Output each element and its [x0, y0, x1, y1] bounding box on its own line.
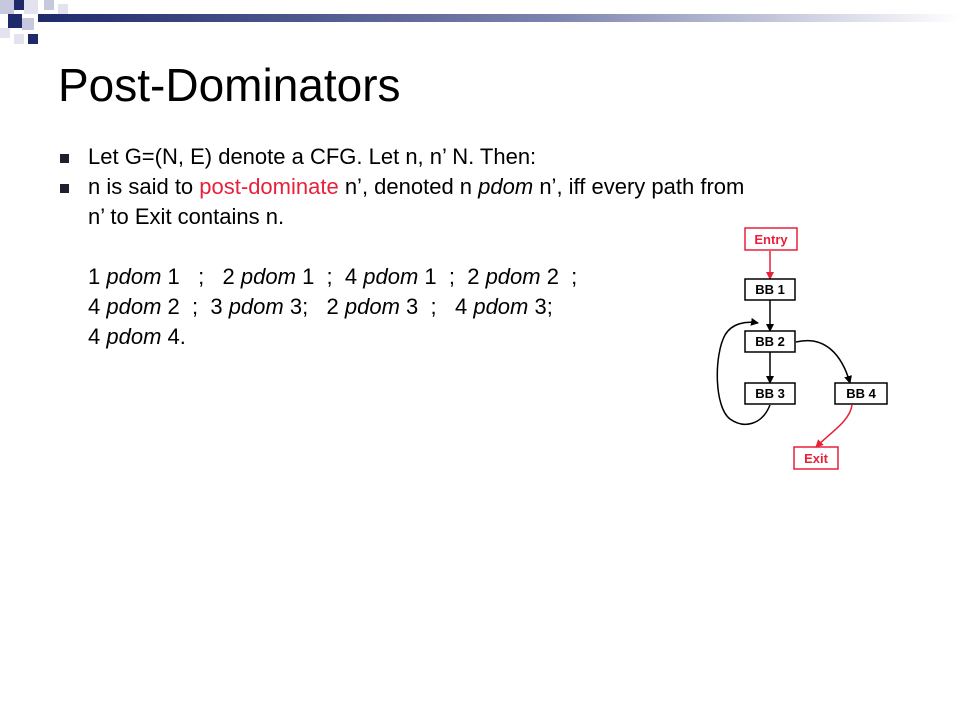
relation-object: 1 ; — [295, 264, 345, 289]
bullet-text-part: n is said to — [88, 174, 200, 199]
pdom-operator: pdom — [106, 294, 162, 319]
node-entry-label: Entry — [754, 232, 788, 247]
relation-line-1: 1 pdom 1 ; 2 pdom 1 ; 4 pdom 1 ; 2 pdom … — [88, 262, 577, 292]
relation-object: 3; — [283, 294, 327, 319]
pdom-operator: pdom — [106, 324, 162, 349]
bullet-text: Let G=(N, E) denote a CFG. Let n, n’ N. … — [88, 144, 537, 169]
pdom-operator: pdom — [344, 294, 400, 319]
bullet-square-icon — [60, 184, 69, 193]
pdom-operator: pdom — [473, 294, 529, 319]
relation-line-2: 4 pdom 2 ; 3 pdom 3; 2 pdom 3 ; 4 pdom 3… — [88, 292, 577, 322]
node-bb2-label: BB 2 — [755, 334, 785, 349]
relation-line-3: 4 pdom 4. — [88, 322, 577, 352]
bullet-list: Let G=(N, E) denote a CFG. Let n, n’ N. … — [58, 142, 938, 232]
relation-subject: 3 — [210, 294, 229, 319]
bullet-text-part: n’ to Exit contains n. — [88, 204, 285, 229]
node-bb2: BB 2 — [744, 330, 796, 353]
relation-subject: 2 — [222, 264, 241, 289]
relation-object: 4. — [161, 324, 186, 349]
relation-subject: 1 — [88, 264, 107, 289]
relation-subject: 4 — [88, 294, 107, 319]
node-exit-label: Exit — [804, 451, 829, 466]
relation-object: 2 ; — [161, 294, 211, 319]
pdom-operator: pdom — [228, 294, 284, 319]
relation-object: 3 ; — [399, 294, 455, 319]
relation-object: 2 ; — [540, 264, 578, 289]
pdom-operator: pdom — [106, 264, 162, 289]
slide-title: Post-Dominators — [58, 59, 401, 111]
node-entry: Entry — [744, 227, 798, 251]
node-bb1: BB 1 — [744, 278, 796, 301]
bullet-square-icon — [60, 154, 69, 163]
bullet-item-definition: Let G=(N, E) denote a CFG. Let n, n’ N. … — [58, 142, 938, 172]
relation-object: 1 ; — [161, 264, 223, 289]
node-bb4-label: BB 4 — [846, 386, 876, 401]
relation-subject: 4 — [344, 264, 364, 289]
edge-bb2-bb4 — [795, 339, 852, 384]
edge-bb4-exit — [815, 404, 853, 448]
relation-object: 1 ; — [418, 264, 468, 289]
node-bb4: BB 4 — [834, 382, 888, 405]
edge-bb3-bb1-backedge — [716, 317, 771, 425]
relation-subject: 4 — [454, 294, 474, 319]
header-decoration — [0, 0, 960, 44]
node-exit: Exit — [793, 446, 839, 470]
node-bb3: BB 3 — [744, 382, 796, 405]
bullet-item-post-dominate: n is said to post-dominate n’, denoted n… — [58, 172, 938, 232]
pdom-relations: 1 pdom 1 ; 2 pdom 1 ; 4 pdom 1 ; 2 pdom … — [88, 262, 577, 352]
header-square-pattern — [0, 0, 68, 44]
node-bb1-label: BB 1 — [755, 282, 785, 297]
header-gradient-bar — [38, 14, 960, 22]
relation-subject: 2 — [467, 264, 486, 289]
relation-object: 3; — [528, 294, 553, 319]
pdom-operator: pdom — [363, 264, 419, 289]
pdom-operator: pdom — [485, 264, 541, 289]
bullet-text-part: n’, denoted n — [338, 174, 479, 199]
relation-subject: 4 — [88, 324, 107, 349]
pdom-operator: pdom — [478, 174, 534, 199]
relation-subject: 2 — [326, 294, 345, 319]
node-bb3-label: BB 3 — [755, 386, 785, 401]
cfg-diagram: Entry BB 1 BB 2 BB 3 BB 4 Exit — [716, 227, 888, 470]
post-dominate-term: post-dominate — [199, 174, 339, 199]
pdom-operator: pdom — [240, 264, 296, 289]
bullet-text-part: n’, iff every path from — [533, 174, 745, 199]
